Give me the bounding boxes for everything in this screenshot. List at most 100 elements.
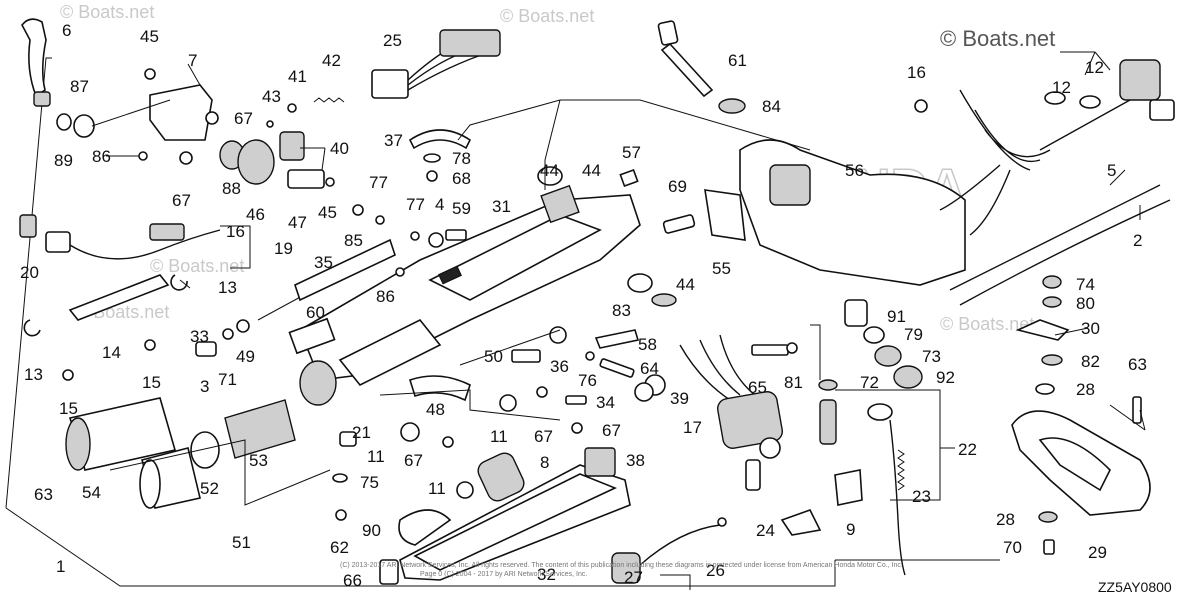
callout: 45 <box>318 203 337 222</box>
callout: 47 <box>288 213 307 232</box>
tiller-arm-body <box>299 184 641 381</box>
leader-lines <box>179 51 1146 590</box>
grommets <box>537 166 746 307</box>
callout: 77 <box>369 173 388 192</box>
fasteners-right <box>751 299 923 391</box>
callout: 44 <box>540 161 559 180</box>
callout: 53 <box>249 451 268 470</box>
callout: 36 <box>550 357 569 376</box>
callout: 67 <box>534 427 553 446</box>
control-cables <box>949 169 1171 306</box>
callout: 64 <box>640 359 659 378</box>
copyright-line: Page 0 (C) 2004 - 2017 by ARI Network Se… <box>420 571 587 578</box>
cable-clips <box>23 274 188 381</box>
callout: 37 <box>384 131 403 150</box>
callout: 70 <box>1003 538 1022 557</box>
stop-lanyard <box>819 399 906 576</box>
callout: 11 <box>367 447 385 466</box>
callout: 66 <box>343 571 362 590</box>
watermark: © Boats.net <box>500 6 594 26</box>
callout: 29 <box>1088 543 1107 562</box>
callout: 13 <box>24 365 43 384</box>
callout: 67 <box>234 109 253 128</box>
callout: 22 <box>958 440 977 459</box>
footer: (C) 2013-2017 ARI Network Services, Inc.… <box>340 562 1172 595</box>
callout: 54 <box>82 483 101 502</box>
callout: 67 <box>172 191 191 210</box>
callout: 59 <box>452 199 471 218</box>
watermark: © Boats.net <box>940 314 1034 334</box>
callout: 15 <box>59 399 78 418</box>
callout: 73 <box>922 347 941 366</box>
callout: 90 <box>362 521 381 540</box>
watermark: © Boats.net <box>60 2 154 22</box>
callout: 72 <box>860 373 879 392</box>
callout: 16 <box>907 63 926 82</box>
callout: 61 <box>728 51 747 70</box>
callout: 75 <box>360 473 379 492</box>
callout: 45 <box>140 27 159 46</box>
callout: 25 <box>383 31 402 50</box>
callout: 17 <box>683 418 702 437</box>
callout: 26 <box>706 561 725 580</box>
callout: 74 <box>1076 275 1095 294</box>
callout: 46 <box>246 205 265 224</box>
callout: 76 <box>578 371 597 390</box>
bracket-35 <box>294 238 405 302</box>
callout: 67 <box>602 421 621 440</box>
callout: 1 <box>56 557 65 576</box>
callout: 34 <box>596 393 615 412</box>
callout: 69 <box>668 177 687 196</box>
tiller-grip <box>21 18 95 138</box>
callout: 62 <box>330 538 349 557</box>
callout: 87 <box>70 77 89 96</box>
holder-30 <box>1015 275 1070 395</box>
callout: 68 <box>452 169 471 188</box>
watermark: © Boats.net <box>150 256 244 276</box>
callout: 15 <box>142 373 161 392</box>
callout: 35 <box>314 253 333 272</box>
callout: 42 <box>322 51 341 70</box>
callout: 79 <box>904 325 923 344</box>
watermark: © Boats.net <box>940 26 1055 51</box>
ignition-switch <box>644 334 784 491</box>
callout: 51 <box>232 533 251 552</box>
callout: 63 <box>1128 355 1147 374</box>
callout: 33 <box>190 327 209 346</box>
callout: 86 <box>92 147 111 166</box>
callout: 14 <box>102 343 121 362</box>
center-small-parts <box>332 326 654 521</box>
callout: 38 <box>626 451 645 470</box>
callout: 12 <box>1085 58 1104 77</box>
callout: 86 <box>376 287 395 306</box>
callout-layer: 6 45 7 87 89 86 67 67 88 46 47 45 40 41 … <box>20 21 1147 590</box>
callout: 30 <box>1081 319 1100 338</box>
callout: 41 <box>288 67 307 86</box>
callout: 21 <box>352 423 371 442</box>
callout: 55 <box>712 259 731 278</box>
callout: 24 <box>756 521 775 540</box>
callout: 67 <box>404 451 423 470</box>
connector-25 <box>371 29 501 99</box>
callout: 2 <box>1133 231 1142 250</box>
callout: 82 <box>1081 352 1100 371</box>
callout: 4 <box>435 195 444 214</box>
callout: 58 <box>638 335 657 354</box>
bracket-assembly <box>91 68 275 185</box>
copyright-line: (C) 2013-2017 ARI Network Services, Inc.… <box>340 562 903 569</box>
callout: 11 <box>428 479 446 498</box>
callout: 3 <box>200 377 209 396</box>
callout: 80 <box>1076 294 1095 313</box>
callout: 9 <box>846 520 855 539</box>
cover-and-lamp <box>611 509 822 584</box>
callout: 84 <box>762 97 781 116</box>
callout: 12 <box>1052 78 1071 97</box>
callout: 83 <box>612 301 631 320</box>
callout: 20 <box>20 263 39 282</box>
callout: 78 <box>452 149 471 168</box>
friction-parts <box>352 204 467 248</box>
callout: 65 <box>748 378 767 397</box>
callout: 23 <box>912 487 931 506</box>
stop-switch-harness <box>19 214 221 260</box>
mount-56 <box>739 139 966 286</box>
